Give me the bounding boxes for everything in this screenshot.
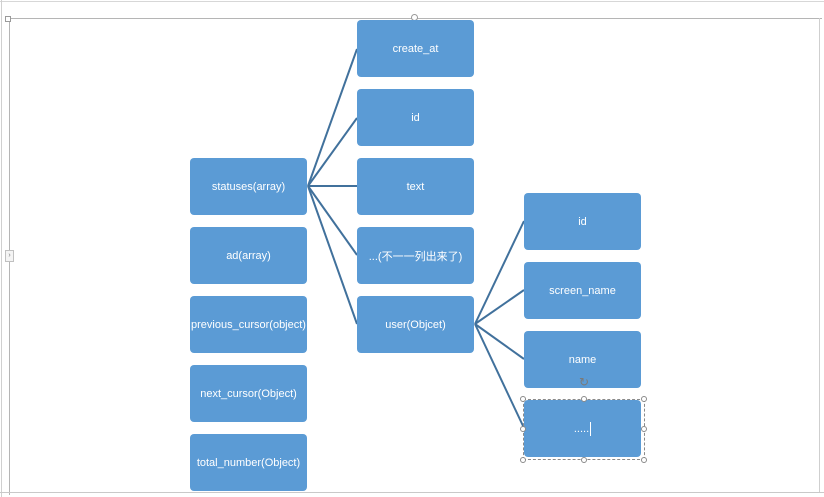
connector-statuses-id [307,117,358,187]
connector-user-id [474,220,525,325]
connector-user-more [474,323,525,429]
canvas-right-border [819,18,820,493]
node-label: next_cursor(Object) [200,387,297,400]
node-label: ad(array) [226,249,271,262]
canvas-resize-handle-left[interactable] [5,16,11,22]
node-ad[interactable]: ad(array) [190,227,307,284]
node-text[interactable]: text [357,158,474,215]
node-screen-name[interactable]: screen_name [524,262,641,319]
node-user-more[interactable]: ..... [524,400,641,457]
node-label: total_number(Object) [196,456,301,469]
connector-user-screen-name [474,289,525,325]
connector-user-name [474,323,525,360]
selection-box [523,399,645,460]
node-statuses[interactable]: statuses(array) [190,158,307,215]
node-status-id[interactable]: id [357,89,474,146]
resize-handle-nw[interactable] [520,396,526,402]
node-user-id[interactable]: id [524,193,641,250]
resize-handle-w[interactable] [520,426,526,432]
node-total-number[interactable]: total_number(Object) [190,434,307,491]
node-label: ...(不一一列出来了) [368,250,463,263]
text-cursor [590,421,592,436]
node-more-fields[interactable]: ...(不一一列出来了) [357,227,474,284]
node-label: id [411,111,420,124]
resize-handle-e[interactable] [641,426,647,432]
connector-statuses-more [307,185,358,256]
node-label: statuses(array) [211,180,286,193]
node-label: text [406,180,425,193]
node-label: create_at [392,42,439,55]
text-pane-toggle[interactable]: › [5,250,14,262]
node-user[interactable]: user(Objcet) [357,296,474,353]
canvas-bottom-border [0,492,824,493]
connector-statuses-create-at [307,48,358,187]
rotate-handle-icon[interactable]: ↻ [578,375,590,389]
connector-statuses-user [307,185,358,325]
outer-top-border [0,1,824,2]
node-label: name [568,353,597,366]
node-previous-cursor[interactable]: previous_cursor(object) [190,296,307,353]
resize-handle-ne[interactable] [641,396,647,402]
node-label: screen_name [549,284,616,297]
resize-handle-se[interactable] [641,457,647,463]
node-create-at[interactable]: create_at [357,20,474,77]
resize-handle-n[interactable] [581,396,587,402]
node-label: previous_cursor(object) [191,318,306,331]
resize-handle-s[interactable] [581,457,587,463]
node-label: user(Objcet) [385,318,446,331]
node-next-cursor[interactable]: next_cursor(Object) [190,365,307,422]
node-name[interactable]: name [524,331,641,388]
outer-left-border [1,0,2,497]
node-label: id [578,215,587,228]
resize-handle-sw[interactable] [520,457,526,463]
node-label: ..... [573,422,590,435]
